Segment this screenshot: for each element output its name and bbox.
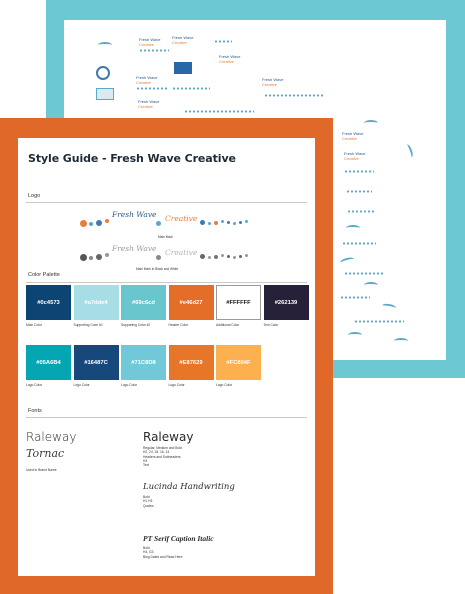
section-divider	[26, 202, 307, 203]
color-swatch: #16487C	[73, 345, 119, 380]
main-mark-caption: Main Mark	[158, 235, 173, 239]
style-guide-page: Style Guide - Fresh Wave Creative Logo F…	[18, 138, 315, 576]
sketch-dots	[172, 87, 210, 90]
logo-section-label: Logo	[28, 193, 41, 199]
sketch-word2: Creative	[139, 42, 154, 47]
color-swatch-caption: Additional Color	[216, 323, 240, 327]
raleway-usage-note: Regular, Medium and Bold H2, 24, 18, 16,…	[143, 446, 182, 468]
sketch-word1: Fresh Wave	[139, 37, 161, 42]
sketch-swirl	[394, 338, 408, 344]
sketch-dots	[139, 49, 169, 52]
sketch-swirl	[403, 143, 415, 159]
section-divider	[26, 417, 307, 418]
sketch-thumbnail	[96, 88, 114, 100]
color-swatch: #a7dde4	[73, 285, 119, 320]
sketch-thumbnail	[174, 62, 192, 74]
color-swatch-caption: Logo Color	[26, 383, 43, 387]
sketch-word1: Fresh Wave	[262, 77, 284, 82]
sketch-swirl	[339, 256, 355, 266]
sketch-swirl	[381, 302, 397, 312]
color-swatch: #262139	[263, 285, 309, 320]
font-sample-raleway: Raleway	[26, 430, 77, 444]
color-swatch: #69c6cd	[121, 285, 166, 320]
color-swatch: #E87629	[168, 345, 214, 380]
fonts-section-label: Fonts	[28, 408, 42, 414]
color-swatch-caption: Logo Color	[73, 383, 90, 387]
sketch-word2: Creative	[342, 136, 357, 141]
sketch-dots	[344, 170, 374, 173]
sketch-word1: Fresh Wave	[138, 99, 160, 104]
pt-serif-usage-note: Bold H4, G3 Blog Dates and Read Here	[143, 546, 183, 559]
color-swatch: #FFFFFF	[216, 285, 261, 320]
sketch-dots	[214, 40, 232, 43]
sketch-dots	[346, 190, 372, 193]
sketch-swirl	[98, 42, 112, 48]
font-sample-lucinda: Lucinda Handwriting	[143, 482, 235, 492]
sketch-swirl	[348, 332, 362, 338]
logo-word2: Creative	[165, 214, 198, 223]
sketch-word1: Fresh Wave	[219, 54, 241, 59]
color-swatch-caption: Logo Color	[216, 383, 233, 387]
lucinda-usage-note: Bold H1 H3 Quotes	[143, 495, 154, 508]
sketch-word2: Creative	[219, 59, 234, 64]
bw-logo-mark: Fresh Wave Creative	[80, 244, 260, 264]
sketch-word1: Fresh Wave	[342, 131, 364, 136]
color-swatch-caption: Main Color	[26, 323, 42, 327]
sketch-dots	[354, 320, 404, 323]
sketch-dots	[264, 94, 324, 97]
page-title: Style Guide - Fresh Wave Creative	[28, 152, 236, 165]
sketch-swirl	[346, 225, 360, 231]
color-swatch-caption: Logo Color	[168, 383, 185, 387]
sketch-circle-mark	[96, 66, 110, 80]
tornac-usage-note: Used in Brand Name	[26, 468, 57, 472]
sketch-word2: Creative	[136, 80, 151, 85]
color-swatch-caption: Header Color	[168, 323, 189, 327]
font-sample-raleway-detail: Raleway	[143, 430, 194, 444]
sketch-dots	[344, 272, 384, 275]
sketch-word2: Creative	[262, 82, 277, 87]
color-swatch: #FC804F	[216, 345, 261, 380]
sketch-dots	[184, 110, 254, 113]
color-swatch: #05A6B4	[26, 345, 71, 380]
sketch-word2: Creative	[344, 156, 359, 161]
color-swatch: #0c4573	[26, 285, 71, 320]
sketch-swirl	[364, 120, 378, 126]
section-divider	[26, 282, 307, 283]
color-swatch: #71C8D8	[121, 345, 166, 380]
logo-word1: Fresh Wave	[112, 210, 157, 219]
sketch-dots	[342, 242, 376, 245]
font-sample-tornac: Tornac	[26, 447, 65, 460]
sketch-dots	[340, 296, 370, 299]
sketch-dots	[136, 87, 168, 90]
sketch-swirl	[364, 282, 378, 288]
logo-word1: Fresh Wave	[112, 244, 157, 253]
color-swatch-caption: Logo Color	[121, 383, 138, 387]
main-logo-mark: Fresh Wave Creative	[80, 210, 260, 230]
sketch-word1: Fresh Wave	[172, 35, 194, 40]
font-sample-pt-serif: PT Serif Caption Italic	[143, 534, 214, 543]
color-swatch-caption: Text Color	[263, 323, 279, 327]
sketch-word1: Fresh Wave	[136, 75, 158, 80]
color-swatch: #e46d27	[168, 285, 214, 320]
color-palette-section-label: Color Palette	[28, 272, 60, 278]
color-swatch-caption: Supporting Color #2	[121, 323, 151, 327]
sketch-word2: Creative	[138, 104, 153, 109]
color-swatch-caption: Supporting Color #1	[73, 323, 103, 327]
sketch-word2: Creative	[172, 40, 187, 45]
sketch-word1: Fresh Wave	[344, 151, 366, 156]
logo-word2: Creative	[165, 248, 198, 257]
sketch-dots	[347, 210, 375, 213]
bw-mark-caption: Main Mark in Black and White	[136, 267, 179, 271]
